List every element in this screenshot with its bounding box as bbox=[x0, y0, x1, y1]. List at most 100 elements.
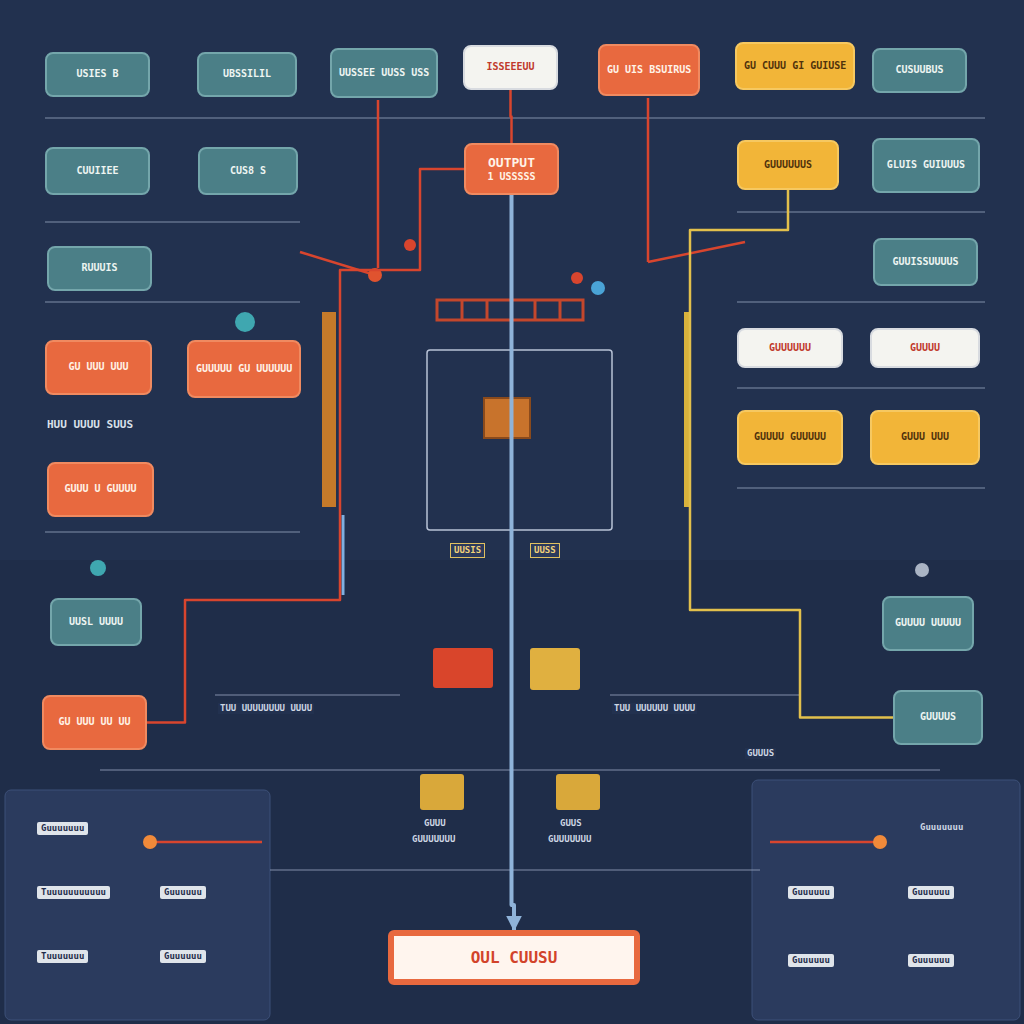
bridge-tick bbox=[461, 300, 464, 320]
orange-box: GUUU U GUUUU bbox=[47, 462, 154, 517]
label-text: Guuuuuu bbox=[160, 886, 206, 899]
teal-box: GUUISSUUUUS bbox=[873, 238, 978, 286]
node-dot bbox=[915, 563, 929, 577]
box-icon bbox=[484, 398, 530, 438]
rule-lines bbox=[45, 118, 985, 870]
node-text: GUUUUUU bbox=[769, 342, 811, 355]
rule-line bbox=[737, 211, 985, 213]
label-text: UUSS bbox=[530, 543, 560, 558]
label-text: Guuuuuu bbox=[908, 886, 954, 899]
label-text: GUUU bbox=[424, 818, 446, 829]
rule-line bbox=[737, 387, 985, 389]
node-dot bbox=[143, 835, 157, 849]
node-text: GUUUUS bbox=[920, 711, 956, 724]
red-wire bbox=[647, 98, 650, 262]
rule-line bbox=[45, 531, 300, 533]
bridge-tick bbox=[559, 300, 562, 320]
bridge-tick bbox=[486, 300, 489, 320]
label-text: Guuuuuu bbox=[788, 886, 834, 899]
yellow-device-icon bbox=[530, 648, 580, 690]
node-text: UUSSEE UUSS USS bbox=[339, 67, 429, 80]
yellow-box: GUUU UUU bbox=[870, 410, 980, 465]
label-text: Guuuuuuu bbox=[920, 822, 963, 833]
yellow-device-icon bbox=[556, 774, 600, 810]
orange-box: GUUUUU GU UUUUUU bbox=[187, 340, 301, 398]
teal-box: UUSSEE UUSS USS bbox=[330, 48, 438, 98]
label-text: GUUS bbox=[560, 818, 582, 829]
node-text: CUSUUBUS bbox=[895, 64, 943, 77]
node-text: CUS8 S bbox=[230, 165, 266, 178]
bottom-right-panel bbox=[752, 780, 1020, 1020]
connector bbox=[512, 195, 515, 930]
rule-line bbox=[45, 301, 300, 303]
teal-box: UUSL UUUU bbox=[50, 598, 142, 646]
rule-line bbox=[270, 869, 760, 871]
rule-line bbox=[610, 694, 800, 696]
yellow-box: GU CUUU GI GUIUSE bbox=[735, 42, 855, 90]
node-text: GLUIS GUIUUUS bbox=[887, 159, 965, 172]
teal-box: CUS8 S bbox=[198, 147, 298, 195]
node-text: GUUUU UUUUU bbox=[895, 617, 961, 630]
orange-box: GU UUU UUU bbox=[45, 340, 152, 395]
node-text: GUUU U GUUUU bbox=[64, 483, 136, 496]
orange-box: OUTPUT1 USSSSS bbox=[464, 143, 559, 195]
bridge-tick bbox=[534, 300, 537, 320]
connector bbox=[147, 169, 464, 723]
node-text: UUSL UUUU bbox=[69, 616, 123, 629]
node-text: 1 USSSSS bbox=[487, 171, 535, 184]
connector bbox=[511, 90, 512, 143]
label-text: GUUUUUUU bbox=[548, 834, 591, 845]
label-text: Guuuuuuu bbox=[37, 822, 88, 835]
rule-line bbox=[215, 694, 400, 696]
teal-box: CUSUUBUS bbox=[872, 48, 967, 93]
label-text: TUU UUUUUUUU UUUU bbox=[218, 703, 314, 714]
teal-box: UBSSILIL bbox=[197, 52, 297, 97]
label-text: GUUUS bbox=[745, 748, 776, 759]
red-device-icon bbox=[433, 648, 493, 688]
node-text: GU UUU UUU bbox=[68, 361, 128, 374]
node-text: RUUUIS bbox=[81, 262, 117, 275]
rule-line bbox=[737, 487, 985, 489]
node-text: GUUUUU GU UUUUUU bbox=[196, 363, 292, 376]
white-box: GUUUU bbox=[870, 328, 980, 368]
white-box: ISSEEEUU bbox=[463, 45, 558, 90]
bottom-left-panel bbox=[5, 790, 270, 1020]
label-text: TUU UUUUUU UUUU bbox=[612, 703, 697, 714]
center-frame bbox=[427, 350, 612, 530]
node-text: USIES B bbox=[76, 68, 118, 81]
node-text: UBSSILIL bbox=[223, 68, 271, 81]
node-dot bbox=[571, 272, 583, 284]
red-wire bbox=[150, 841, 262, 844]
orange-box: GU UIS BSUIRUS bbox=[598, 44, 700, 96]
orange-box: GU UUU UU UU bbox=[42, 695, 147, 750]
node-dot bbox=[235, 312, 255, 332]
node-text: GUUUUUUS bbox=[764, 159, 812, 172]
node-dot bbox=[90, 560, 106, 576]
blue-stick bbox=[342, 515, 345, 595]
red-wire bbox=[377, 100, 380, 268]
teal-box: USIES B bbox=[45, 52, 150, 97]
node-text: GU CUUU GI GUIUSE bbox=[744, 60, 846, 73]
node-text: CUUIIEE bbox=[76, 165, 118, 178]
node-text: GU UUU UU UU bbox=[58, 716, 130, 729]
yellow-bar bbox=[684, 312, 689, 507]
rule-line bbox=[100, 769, 940, 771]
label-text: UUSIS bbox=[450, 543, 485, 558]
label-text: Tuuuuuuuuuuu bbox=[37, 886, 110, 899]
yellow-box: GUUUUUUS bbox=[737, 140, 839, 190]
node-text: GUUUU bbox=[910, 342, 940, 355]
label-text: Guuuuuu bbox=[908, 954, 954, 967]
teal-box: CUUIIEE bbox=[45, 147, 150, 195]
label-text: GUUUUUUU bbox=[412, 834, 455, 845]
node-text: GUUU UUU bbox=[901, 431, 949, 444]
teal-box: GUUUUS bbox=[893, 690, 983, 745]
yellow-box: GUUUU GUUUUU bbox=[737, 410, 843, 465]
red-wire bbox=[770, 841, 880, 844]
node-dot bbox=[404, 239, 416, 251]
orange-bar bbox=[322, 312, 336, 507]
red-wire bbox=[648, 242, 745, 262]
label-text: Tuuuuuuu bbox=[37, 950, 88, 963]
node-text: OUL CUUSU bbox=[471, 948, 558, 968]
